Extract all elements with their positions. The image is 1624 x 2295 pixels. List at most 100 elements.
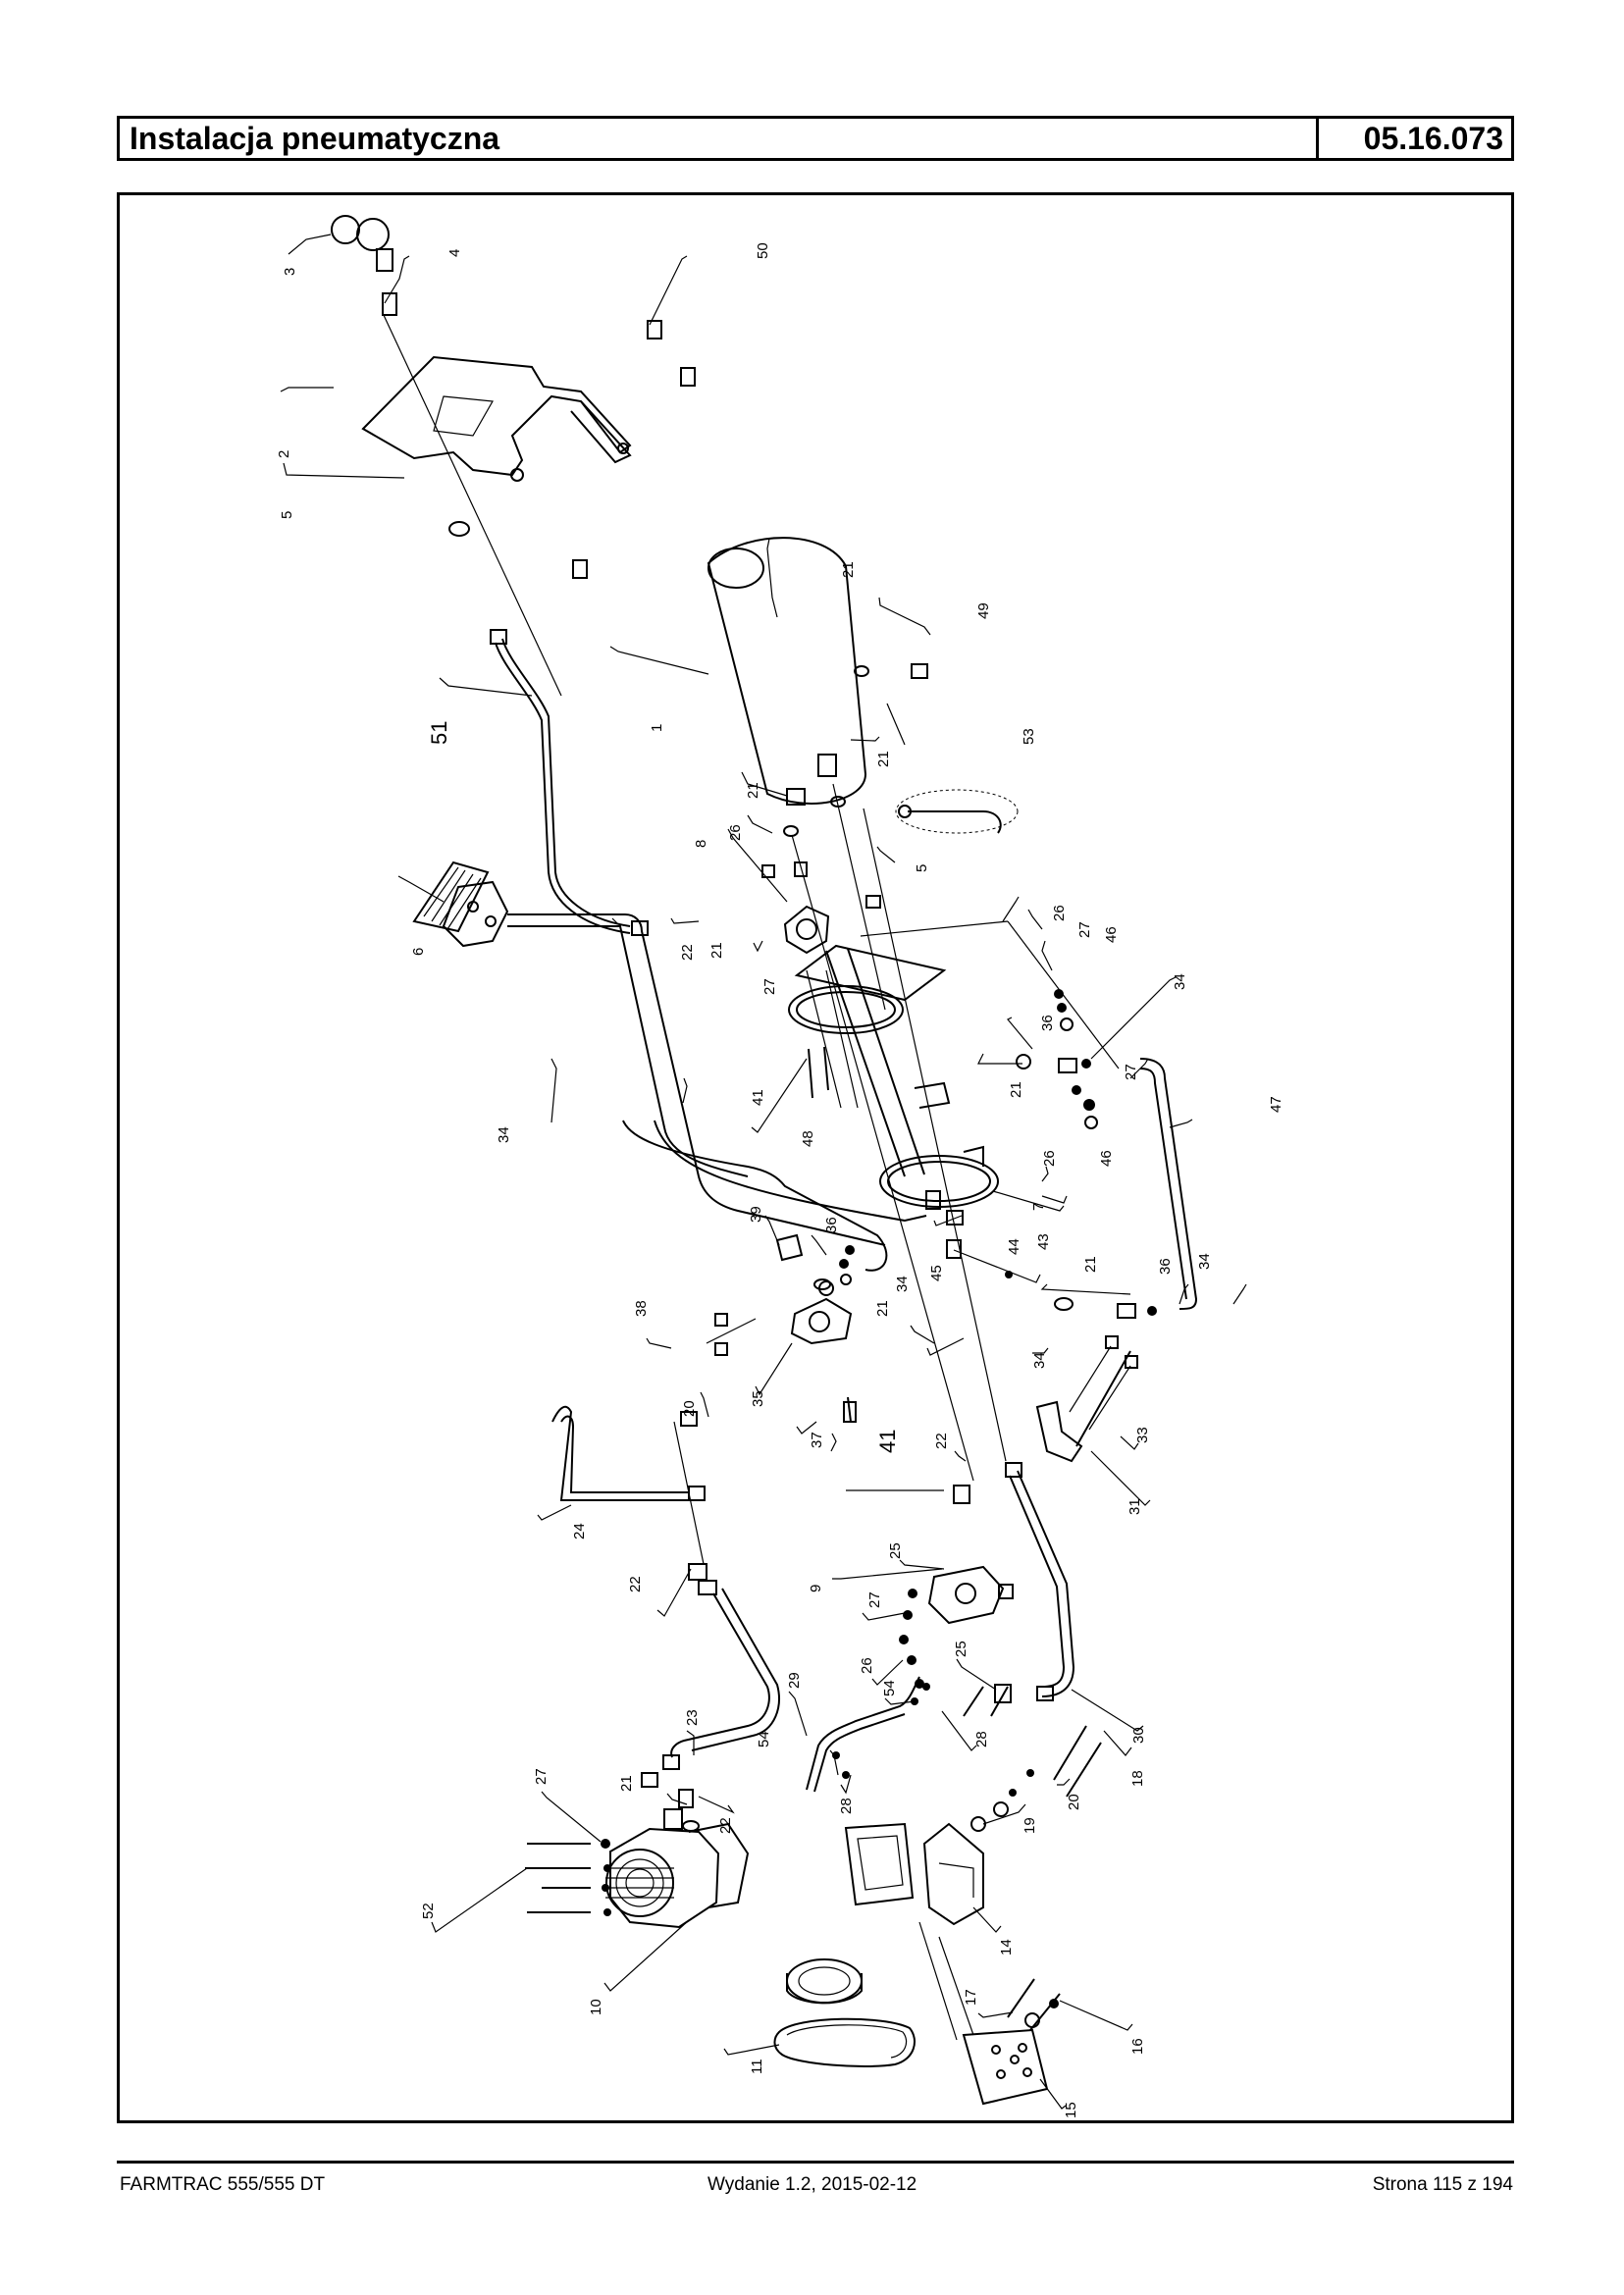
diagram-frame: 3 4 50 2 5 21 49 1 51 53 21 21 26 8 5 6 … (117, 192, 1514, 2123)
footer-page-number: Strona 115 z 194 (1372, 2174, 1513, 2195)
callout-label: 43 (1035, 1233, 1052, 1250)
pipe-51 (495, 642, 631, 934)
callout-label: 15 (1063, 2102, 1079, 2118)
callout-label: 47 (1268, 1096, 1284, 1113)
callout-label: 21 (708, 942, 725, 959)
callout-label: 20 (1066, 1794, 1082, 1810)
callout-label: 21 (1008, 1081, 1024, 1098)
callout-label: 18 (1129, 1770, 1146, 1787)
callout-label: 34 (1172, 973, 1188, 990)
callout-label: 54 (756, 1731, 772, 1747)
gasket (844, 1822, 915, 1906)
pneumatic-installation-diagram: 3 4 50 2 5 21 49 1 51 53 21 21 26 8 5 6 … (276, 215, 1284, 2118)
callout-label: 39 (748, 1206, 764, 1223)
callout-label: 21 (875, 751, 892, 767)
callout-label: 49 (975, 602, 992, 619)
callout-label: 30 (1130, 1727, 1147, 1744)
brake-valve (412, 861, 509, 948)
callout-label: 26 (1041, 1150, 1058, 1167)
callout-label: 5 (279, 511, 295, 519)
protection-valve (927, 1565, 1005, 1625)
belt (773, 2017, 916, 2067)
pipe-30 (1017, 1470, 1075, 1697)
callout-label: 1 (649, 724, 665, 732)
callout-label: 36 (1039, 1015, 1056, 1031)
page-title: Instalacja pneumatyczna (120, 119, 1319, 158)
callout-label: 21 (840, 561, 857, 578)
callout-label: 10 (588, 1999, 604, 2015)
pipe-23 (670, 1592, 770, 1758)
bracket-14 (922, 1822, 984, 1926)
callout-label: 34 (1031, 1352, 1048, 1369)
callout-label: 51 (427, 721, 451, 745)
callout-label: 27 (866, 1591, 883, 1608)
callout-label: 20 (681, 1400, 698, 1417)
pipe-47 (1139, 1058, 1198, 1310)
callout-label: 23 (684, 1709, 701, 1726)
callout-label: 5 (914, 864, 930, 872)
callout-label: 35 (750, 1390, 766, 1407)
tank-bracket (788, 944, 999, 1208)
callout-label: 14 (998, 1939, 1015, 1956)
relay-valve (790, 1297, 853, 1345)
coupling-head (331, 215, 397, 316)
callout-label: 41 (750, 1089, 766, 1106)
callout-label: 19 (1022, 1817, 1038, 1834)
fitting-22 (688, 1563, 707, 1581)
callout-label: 31 (1126, 1498, 1143, 1515)
callout-label: 22 (679, 944, 696, 961)
callout-label: 36 (1157, 1258, 1174, 1275)
bracket-31 (1035, 1400, 1083, 1463)
compressor (605, 1772, 750, 1929)
callout-label: 34 (496, 1126, 512, 1143)
leader-lines (280, 234, 1247, 2110)
callout-label: 41 (875, 1430, 900, 1453)
callout-label: 3 (282, 268, 298, 276)
callout-label: 46 (1103, 926, 1120, 943)
callout-label: 21 (874, 1300, 891, 1317)
callout-label: 29 (786, 1672, 803, 1689)
callout-label: 17 (963, 1989, 979, 2006)
callout-label: 46 (1098, 1150, 1115, 1167)
pipe-24 (551, 1405, 689, 1501)
footer-edition: Wydanie 1.2, 2015-02-12 (707, 2174, 917, 2195)
callout-label: 9 (808, 1585, 824, 1592)
air-tank (707, 537, 867, 806)
callout-label: 52 (420, 1903, 437, 1919)
callout-label: 28 (973, 1731, 990, 1747)
callout-label: 37 (809, 1432, 825, 1448)
callout-label: 26 (1051, 905, 1068, 921)
page-header: Instalacja pneumatyczna 05.16.073 (117, 116, 1514, 161)
pipe-29 (806, 1676, 920, 1791)
callout-label: 11 (749, 2059, 765, 2074)
mounting-bracket (361, 320, 696, 579)
callout-label: 36 (823, 1217, 840, 1233)
callout-label: 22 (933, 1433, 950, 1449)
callout-label: 27 (761, 978, 778, 995)
callout-label: 28 (838, 1798, 855, 1814)
callout-label: 45 (928, 1265, 945, 1281)
callout-label: 25 (953, 1641, 969, 1657)
footer-rule (117, 2161, 1514, 2164)
callout-label: 24 (571, 1523, 588, 1539)
callout-label: 26 (727, 824, 744, 841)
part-drawings (331, 215, 1198, 2106)
callout-label: 21 (1082, 1256, 1099, 1273)
callout-label: 8 (693, 840, 709, 848)
callout-labels: 3 4 50 2 5 21 49 1 51 53 21 21 26 8 5 6 … (276, 242, 1284, 2118)
callout-label: 21 (745, 782, 761, 799)
callout-label: 6 (410, 948, 427, 956)
callout-label: 50 (755, 242, 771, 259)
callout-label: 21 (618, 1775, 635, 1792)
callout-label: 48 (800, 1130, 816, 1147)
pipe-41 (507, 913, 886, 1246)
callout-label: 22 (627, 1576, 644, 1592)
callout-label: 25 (887, 1542, 904, 1559)
callout-label: 27 (1123, 1064, 1139, 1080)
callout-label: 38 (633, 1300, 650, 1317)
callout-label: 34 (894, 1276, 911, 1292)
callout-label: 54 (881, 1680, 898, 1696)
callout-label: 33 (1134, 1427, 1151, 1443)
callout-label: 22 (717, 1817, 734, 1834)
callout-label: 4 (446, 249, 463, 257)
